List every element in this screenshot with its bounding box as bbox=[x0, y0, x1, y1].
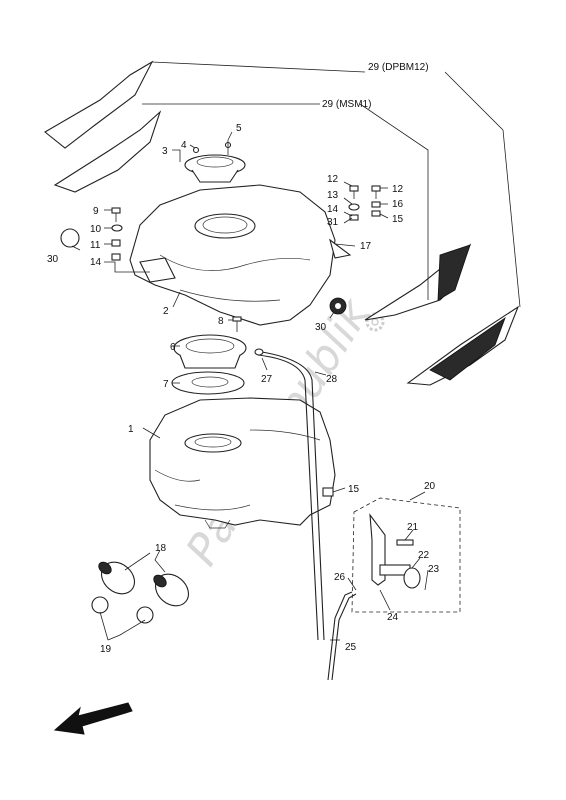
callout-labels: 1 2 3 4 5 6 7 8 9 10 11 12 12 13 14 14 1… bbox=[47, 62, 440, 655]
callout-16: 16 bbox=[392, 199, 404, 210]
fasteners-right[interactable] bbox=[348, 185, 381, 221]
filler-neck-gasket[interactable] bbox=[173, 316, 247, 369]
fuel-cock-assembly-box bbox=[351, 497, 461, 613]
tank-dampers[interactable] bbox=[95, 556, 195, 613]
callout-27: 27 bbox=[261, 374, 273, 385]
callout-29-msm1: 29 (MSM1) bbox=[322, 99, 371, 110]
callout-10: 10 bbox=[90, 224, 102, 235]
callout-20: 20 bbox=[424, 481, 436, 492]
callout-25: 25 bbox=[345, 642, 357, 653]
callout-22: 22 bbox=[418, 550, 430, 561]
callout-8: 8 bbox=[218, 316, 224, 327]
callout-17: 17 bbox=[360, 241, 372, 252]
callout-14-left: 14 bbox=[90, 257, 102, 268]
callout-12-left: 12 bbox=[327, 174, 339, 185]
breather-hose[interactable] bbox=[254, 348, 325, 641]
callout-24: 24 bbox=[387, 612, 399, 623]
callout-18: 18 bbox=[155, 543, 167, 554]
callout-6: 6 bbox=[170, 342, 176, 353]
callout-19: 19 bbox=[100, 644, 112, 655]
tank-cover[interactable] bbox=[129, 184, 352, 326]
fuel-cock[interactable] bbox=[369, 513, 421, 589]
hose-clip[interactable] bbox=[322, 487, 334, 497]
decal-side-right[interactable] bbox=[364, 243, 520, 386]
leaders-29 bbox=[142, 61, 521, 308]
callout-30-right: 30 bbox=[315, 322, 327, 333]
callout-13: 13 bbox=[327, 190, 339, 201]
callout-9: 9 bbox=[93, 206, 99, 217]
fasteners-left[interactable] bbox=[111, 207, 123, 261]
callout-1: 1 bbox=[128, 424, 134, 435]
callout-11: 11 bbox=[90, 240, 101, 251]
blanking-plug[interactable] bbox=[60, 228, 80, 248]
leader-lines bbox=[71, 131, 429, 641]
grommet[interactable] bbox=[329, 297, 347, 315]
filler-ring[interactable] bbox=[171, 371, 245, 395]
fuel-tank[interactable] bbox=[149, 397, 336, 529]
damper-clips[interactable] bbox=[91, 596, 154, 624]
front-direction-arrow-icon bbox=[53, 702, 133, 735]
callout-29-dpbm12: 29 (DPBM12) bbox=[368, 62, 429, 73]
callout-28: 28 bbox=[326, 374, 338, 385]
callout-12-right: 12 bbox=[392, 184, 404, 195]
callout-21: 21 bbox=[407, 522, 419, 533]
callout-3: 3 bbox=[162, 146, 168, 157]
callout-26: 26 bbox=[334, 572, 346, 583]
callout-23: 23 bbox=[428, 564, 440, 575]
callout-31: 31 bbox=[327, 217, 339, 228]
callout-2: 2 bbox=[163, 306, 169, 317]
callout-5: 5 bbox=[236, 123, 242, 134]
callout-15-bottom: 15 bbox=[348, 484, 360, 495]
fuel-hose[interactable] bbox=[327, 591, 357, 681]
callout-30-left: 30 bbox=[47, 254, 59, 265]
fuel-cap[interactable] bbox=[184, 140, 246, 183]
callout-4: 4 bbox=[181, 140, 187, 151]
callout-14-right: 14 bbox=[327, 204, 339, 215]
decal-dpbm12-top[interactable] bbox=[44, 60, 162, 193]
callout-7: 7 bbox=[163, 379, 169, 390]
callout-15-top: 15 bbox=[392, 214, 404, 225]
